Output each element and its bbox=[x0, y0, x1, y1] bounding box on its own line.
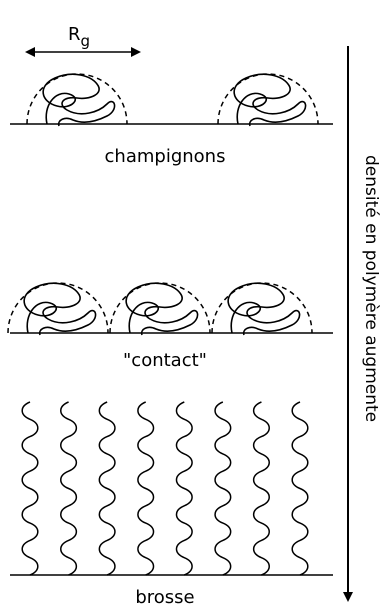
brush-chain bbox=[291, 401, 309, 576]
brush-chain bbox=[60, 401, 78, 576]
brush-chain bbox=[137, 401, 155, 576]
radius-label: Rg bbox=[68, 24, 90, 50]
mushroom-coil-2 bbox=[217, 73, 319, 127]
contact-coil-1 bbox=[7, 282, 109, 336]
brush-regime: brosse bbox=[10, 401, 333, 608]
brush-chain bbox=[214, 401, 232, 576]
contact-coil-2 bbox=[109, 282, 211, 336]
regime-label-brosse: brosse bbox=[135, 587, 194, 608]
contact-coil-3 bbox=[211, 282, 313, 336]
mushroom-coil-1 bbox=[26, 73, 128, 127]
brush-chain bbox=[98, 401, 116, 576]
regime-label-contact: "contact" bbox=[123, 350, 207, 371]
density-axis-label: densité en polymère augmente bbox=[361, 155, 381, 422]
brush-chains bbox=[21, 401, 309, 576]
brush-chain bbox=[252, 401, 270, 576]
mushroom-regime: Rg champignons bbox=[10, 24, 333, 167]
regime-label-champignons: champignons bbox=[105, 146, 226, 167]
brush-chain bbox=[21, 401, 39, 576]
brush-chain bbox=[175, 401, 193, 576]
contact-regime: "contact" bbox=[7, 282, 333, 371]
